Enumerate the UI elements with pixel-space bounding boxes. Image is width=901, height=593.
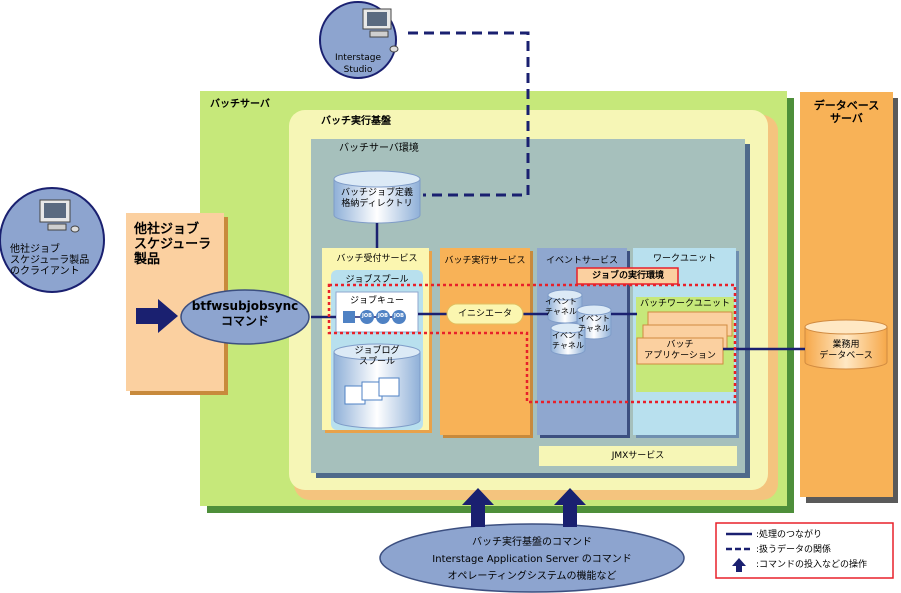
job-env-frame — [327, 283, 737, 404]
job-env-label-box — [576, 267, 679, 285]
jmx-label: JMXサービス — [611, 451, 665, 461]
jmx-service-box — [539, 446, 737, 466]
legend-arrow-icon — [732, 558, 746, 572]
batch-work-unit-title: バッチワークユニット — [639, 299, 730, 309]
scheduler-label: 他社ジョブスケジューラ製品 — [134, 222, 212, 267]
event-channel-b-label: イベントチャネル — [578, 314, 610, 333]
legend-dashed-label: :扱うデータの関係 — [756, 545, 832, 555]
initiator-pill — [446, 303, 524, 325]
business-db-label: 業務用データベース — [819, 340, 873, 361]
job-token-2 — [376, 310, 390, 324]
db-server-box — [800, 92, 893, 497]
queue-block — [343, 311, 355, 323]
batch-server-title: バッチサーバ — [210, 99, 270, 110]
exec-service-box — [440, 248, 530, 435]
log-doc-3 — [378, 377, 400, 397]
job-token-1 — [360, 310, 374, 324]
event-channel-a-label: イベントチャネル — [545, 297, 577, 316]
job-spool-title: ジョブスプール — [345, 275, 409, 285]
initiator-label: イニシエータ — [457, 309, 512, 319]
work-unit-title: ワークユニット — [652, 254, 716, 264]
directory-label: バッチジョブ定義格納ディレクトリ — [340, 188, 413, 209]
directory-cylinder — [333, 179, 421, 224]
job-token-label-1: JOB — [362, 313, 372, 319]
receive-service-title: バッチ受付サービス — [336, 254, 418, 264]
batch-platform-title: バッチ実行基盤 — [321, 116, 391, 127]
business-db-cylinder — [804, 327, 888, 370]
legend-box — [715, 522, 894, 579]
batch-app-label: バッチアプリケーション — [644, 340, 716, 361]
scheduler-command-arrow — [136, 299, 178, 333]
event-channel-c — [550, 328, 586, 356]
client-label: 他社ジョブスケジューラ製品のクライアント — [10, 244, 90, 277]
up-arrow-right — [554, 488, 586, 527]
command-ellipse — [180, 289, 310, 345]
event-service-title: イベントサービス — [545, 256, 618, 266]
app-stack-1 — [636, 337, 724, 365]
job-token-label-2: JOB — [378, 313, 388, 319]
db-server-title: データベースサーバ — [813, 99, 880, 125]
job-log-spool-label: ジョブログスプール — [354, 346, 400, 367]
job-token-label-3: JOB — [394, 313, 404, 319]
batch-env-title: バッチサーバ環境 — [339, 143, 419, 154]
client-circle — [0, 187, 105, 293]
up-arrow-left — [462, 488, 494, 527]
exec-service-title: バッチ実行サービス — [444, 256, 526, 266]
bottom-command-ellipse — [379, 523, 685, 593]
studio-directory-link — [408, 31, 530, 197]
job-env-label: ジョブの実行環境 — [591, 271, 664, 281]
event-channel-c-label: イベントチャネル — [552, 331, 584, 350]
job-token-3 — [392, 310, 406, 324]
legend-solid-label: :処理のつながり — [756, 530, 823, 540]
legend-arrow-label: :コマンドの投入などの操作 — [756, 560, 868, 570]
job-queue-title: ジョブキュー — [349, 296, 404, 306]
legend-labels: :処理のつながり :扱うデータの関係 :コマンドの投入などの操作 — [756, 528, 867, 573]
